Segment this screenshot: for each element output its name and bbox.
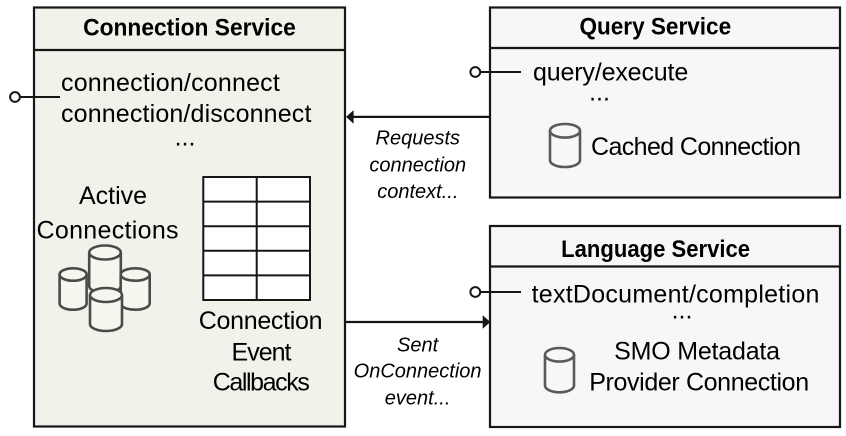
svg-text:Connections: Connections (37, 217, 179, 245)
svg-text:Sent: Sent (397, 335, 440, 357)
svg-text:query/execute: query/execute (533, 59, 688, 87)
svg-text:...: ... (589, 79, 610, 107)
svg-text:Provider Connection: Provider Connection (589, 369, 808, 397)
svg-text:Requests: Requests (376, 127, 461, 149)
svg-text:Connection Service: Connection Service (83, 14, 296, 41)
svg-text:OnConnection: OnConnection (354, 361, 482, 383)
svg-text:Active: Active (79, 182, 147, 210)
svg-text:context...: context... (377, 181, 458, 203)
svg-text:textDocument/completion: textDocument/completion (532, 281, 820, 309)
svg-text:connection: connection (369, 154, 466, 176)
svg-text:SMO Metadata: SMO Metadata (614, 338, 780, 366)
svg-text:Event: Event (232, 339, 292, 367)
svg-text:Cached Connection: Cached Connection (591, 133, 800, 161)
svg-text:Connection: Connection (199, 307, 322, 335)
svg-text:...: ... (175, 124, 196, 152)
svg-text:connection/disconnect: connection/disconnect (61, 100, 312, 128)
svg-text:Language Service: Language Service (561, 235, 750, 262)
svg-text:Callbacks: Callbacks (213, 369, 310, 397)
svg-text:Query Service: Query Service (579, 13, 731, 40)
svg-text:...: ... (672, 297, 693, 325)
svg-text:event...: event... (385, 388, 451, 410)
svg-text:connection/connect: connection/connect (61, 69, 280, 97)
